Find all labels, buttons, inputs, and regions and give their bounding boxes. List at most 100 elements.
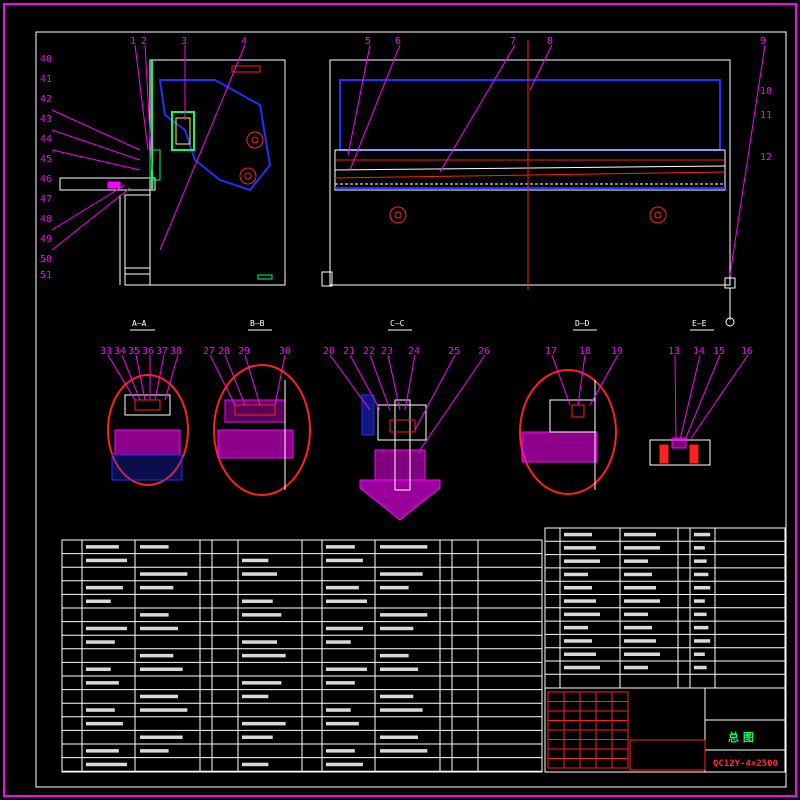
callouts-left-side <box>51 109 141 251</box>
callouts-front <box>347 44 766 276</box>
table-cell <box>564 639 592 643</box>
section-d-callout-lines <box>551 354 619 406</box>
callout-a-4: 36 <box>142 346 154 357</box>
table-cell <box>624 572 652 577</box>
callout-a-3: 35 <box>128 346 140 357</box>
table-cell <box>694 665 707 670</box>
callout-50: 50 <box>40 254 52 265</box>
callout-d-2: 18 <box>579 346 591 357</box>
table-cell <box>694 625 709 630</box>
callout-b-1: 27 <box>203 346 215 357</box>
table-cell <box>564 652 596 656</box>
callout-7: 7 <box>510 36 516 47</box>
table-cell <box>86 640 115 644</box>
table-cell <box>242 721 286 726</box>
parts-list-right <box>544 527 786 689</box>
table-cell <box>326 721 359 726</box>
table-cell <box>694 586 711 590</box>
table-cell <box>86 762 127 767</box>
callout-e-4: 16 <box>741 346 753 357</box>
callout-43: 43 <box>40 114 52 125</box>
callout-c-6: 25 <box>448 346 460 357</box>
callout-1: 1 <box>130 36 136 47</box>
callout-49: 49 <box>40 234 52 245</box>
callout-45: 45 <box>40 154 52 165</box>
title-block <box>544 687 786 773</box>
callout-c-2: 21 <box>343 346 355 357</box>
table-cell <box>242 735 273 739</box>
callout-c-3: 22 <box>363 346 375 357</box>
table-cell <box>694 546 705 550</box>
table-cell <box>242 572 278 576</box>
section-d: D—D <box>519 319 617 495</box>
table-cell <box>326 749 355 753</box>
table-cell <box>326 640 351 644</box>
table-cell <box>694 639 711 643</box>
callouts-left-top <box>134 44 246 251</box>
table-cell <box>564 599 596 603</box>
section-c-title: C—C <box>390 319 405 328</box>
drawing-border <box>3 3 797 797</box>
table-cell <box>86 599 111 603</box>
table-cell <box>326 626 363 631</box>
table-cell <box>564 586 592 590</box>
table-cell <box>242 613 282 617</box>
callout-11: 11 <box>760 110 772 121</box>
table-cell <box>564 612 600 617</box>
callout-b-3: 29 <box>238 346 250 357</box>
section-a-title: A—A <box>132 319 147 328</box>
callout-a-6: 38 <box>170 346 182 357</box>
table-cell <box>86 626 127 631</box>
callout-e-3: 15 <box>713 346 725 357</box>
table-cell <box>564 546 596 550</box>
section-a-callout-lines <box>107 354 179 401</box>
table-cell <box>624 639 656 643</box>
table-cell <box>86 749 119 753</box>
table-cell <box>694 572 709 577</box>
table-cell <box>624 652 660 656</box>
table-cell <box>242 640 278 644</box>
table-cell <box>694 652 705 656</box>
callout-6: 6 <box>395 36 401 47</box>
table-cell <box>624 546 660 550</box>
table-cell <box>326 545 355 549</box>
table-cell <box>380 585 409 590</box>
callout-b-4: 30 <box>279 346 291 357</box>
section-d-title: D—D <box>575 319 590 328</box>
table-cell <box>140 572 188 576</box>
table-cell <box>564 559 600 563</box>
section-e-callout-lines <box>674 354 749 441</box>
table-cell <box>694 532 711 537</box>
callout-e-1: 13 <box>668 346 680 357</box>
callout-a-2: 34 <box>114 346 126 357</box>
section-a: A—A <box>107 319 189 486</box>
callout-41: 41 <box>40 74 52 85</box>
front-view <box>321 40 736 327</box>
callout-48: 48 <box>40 214 52 225</box>
table-cell <box>380 694 414 699</box>
callout-c-1: 20 <box>323 346 335 357</box>
callout-2: 2 <box>141 36 147 47</box>
drawing-name: 总 图 <box>728 730 754 744</box>
table-cell <box>86 667 111 671</box>
callout-d-1: 17 <box>545 346 557 357</box>
table-cell <box>624 532 656 537</box>
table-cell <box>242 599 273 603</box>
table-cell <box>140 694 178 699</box>
table-cell <box>86 708 115 712</box>
table-cell <box>564 625 588 630</box>
side-view <box>59 59 286 286</box>
table-cell <box>326 585 359 590</box>
callout-47: 47 <box>40 194 52 205</box>
title-block-grid <box>548 692 628 768</box>
section-c: C—C <box>359 319 441 521</box>
table-cell <box>380 572 423 576</box>
table-cell <box>140 735 183 739</box>
callout-b-2: 28 <box>218 346 230 357</box>
table-cell <box>86 721 123 726</box>
table-cell <box>242 694 269 699</box>
table-cell <box>380 708 423 712</box>
table-cell <box>242 558 269 563</box>
callout-40: 40 <box>40 54 52 65</box>
table-cell <box>140 626 178 631</box>
